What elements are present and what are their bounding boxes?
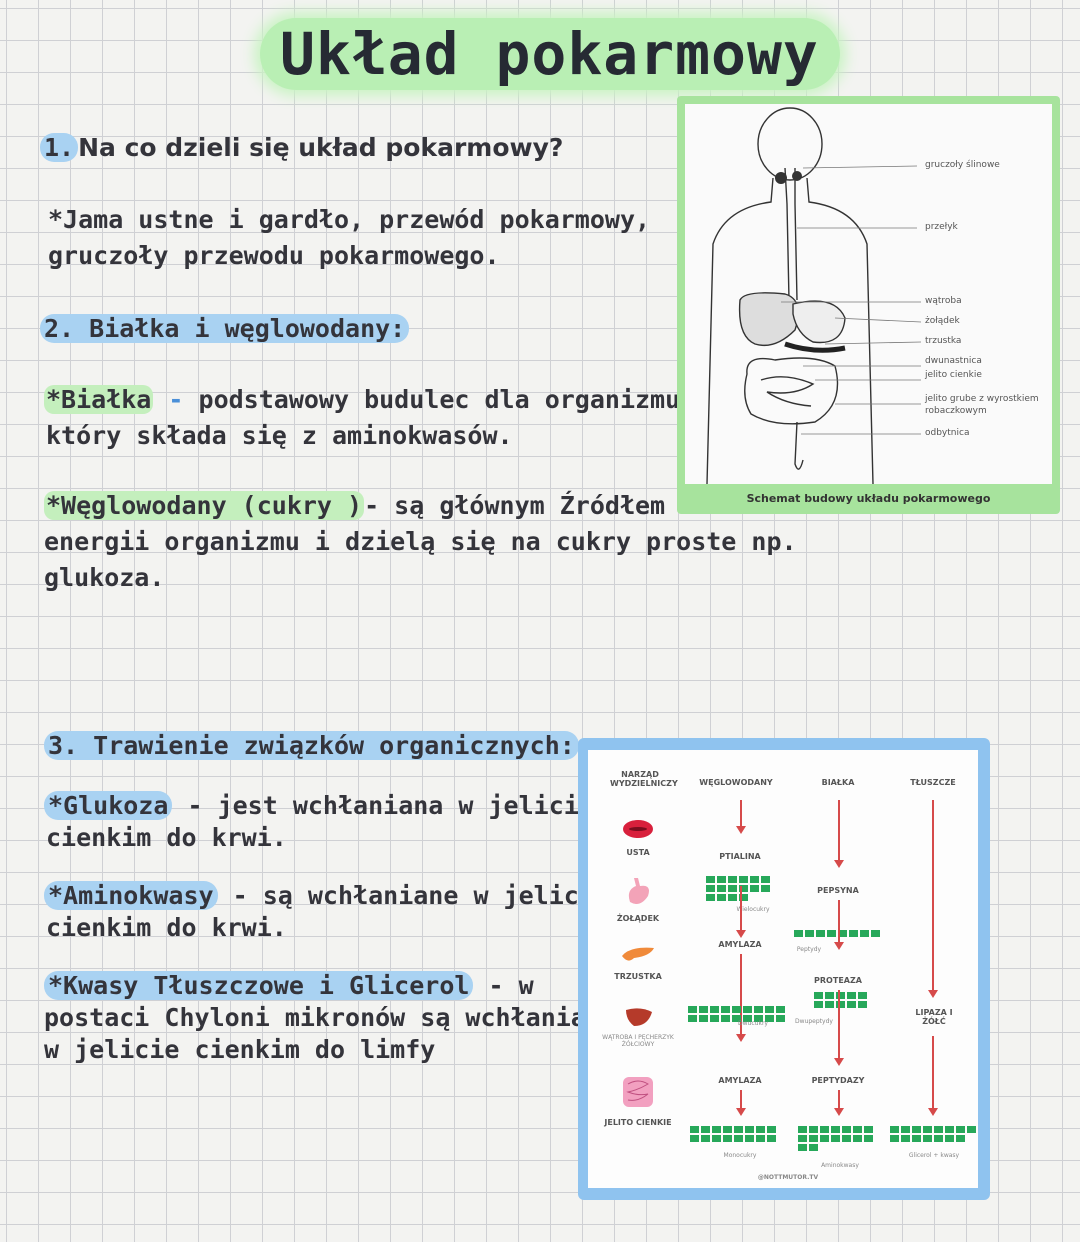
proteins-arrow-4	[834, 1090, 844, 1116]
digestive-system-figure: gruczoły ślinowe przełyk wątroba żołądek…	[677, 96, 1060, 514]
product-amino-acids: Aminokwasy	[821, 1162, 859, 1169]
product-monosaccharides: Monocukry	[723, 1152, 757, 1159]
q2-proteins-line1: *Białka - podstawowy budulec dla organiz…	[44, 382, 710, 418]
enzyme-peptidases: PEPTYDAZY	[811, 1076, 865, 1085]
amino-term: *Aminokwasy	[44, 881, 218, 910]
carbs-arrow-4	[736, 1090, 746, 1116]
body-outline-illustration	[706, 107, 922, 485]
product-glycerol-fatty-acids: Glicerol + kwasy	[908, 1152, 960, 1159]
label-appendix: robaczkowym	[925, 406, 987, 416]
product-peptides: Peptydy	[796, 946, 822, 953]
glucose-term: *Glukoza	[44, 791, 173, 820]
amino-acid-blocks	[798, 1126, 878, 1151]
q2-carbs-line1: *Węglowodany (cukry )- są głównym Źródłe…	[44, 488, 665, 524]
figure1-caption: Schemat budowy układu pokarmowego	[746, 492, 991, 505]
label-salivary-glands: gruczoły ślinowe	[925, 160, 1000, 170]
carbs-arrow-2	[736, 886, 746, 938]
fats-arrow-2	[928, 1036, 938, 1116]
polysaccharide-blocks	[706, 876, 774, 901]
q2-proteins-line2: który składa się z aminokwasów.	[46, 421, 513, 450]
enzyme-lipase-bile: LIPAZA I ŻÓŁĆ	[915, 1008, 953, 1026]
proteins-dash: -	[153, 385, 199, 414]
enzyme-protease: PROTEAZA	[814, 976, 862, 985]
fat-line1: *Kwasy Tłuszczowe i Glicerol - w	[44, 968, 534, 1004]
carbs-text: - są głównym Źródłem	[364, 491, 666, 520]
label-esophagus: przełyk	[925, 222, 958, 232]
fats-arrow-1	[928, 800, 938, 998]
q3-heading: 3. Trawienie związków organicznych:	[44, 728, 579, 764]
fat-line3: w jelicie cienkim do limfy	[44, 1035, 436, 1064]
fat-line2: postaci Chyloni mikronów są wchłaniane	[44, 1003, 616, 1032]
product-dipeptides: Dwupeptydy	[795, 1018, 833, 1025]
label-large-intestine: jelito grube z wyrostkiem	[925, 394, 1039, 404]
figure2-footer: @NOTTMUTOR.TV	[757, 1174, 819, 1181]
q2-heading-text: 2. Białka i węglowodany:	[40, 314, 410, 343]
page-title: Układ pokarmowy	[280, 20, 819, 88]
proteins-arrow-1	[834, 800, 844, 868]
liver-icon	[626, 1008, 652, 1026]
organ-small-intestine: JELITO CIENKIE	[604, 1118, 672, 1127]
proteins-arrow-3	[834, 990, 844, 1066]
table-panel: NARZĄD WYDZIELNICZY WĘGLOWODANY BIAŁKA T…	[588, 750, 978, 1188]
digestion-table-figure: NARZĄD WYDZIELNICZY WĘGLOWODANY BIAŁKA T…	[578, 738, 990, 1200]
carbs-arrow-1	[736, 800, 746, 834]
amino-text: - są wchłaniane w jelicie	[217, 881, 609, 910]
label-pancreas: trzustka	[925, 336, 962, 346]
page-title-highlight: Układ pokarmowy	[260, 18, 840, 90]
proteins-text: podstawowy budulec dla organizmu ,	[198, 385, 711, 414]
fat-text: - w	[473, 971, 534, 1000]
stomach-icon	[628, 878, 649, 904]
q1-answer-line1: *Jama ustne i gardło, przewód pokarmowy,	[48, 205, 651, 234]
q2-carbs-line3: glukoza.	[44, 563, 165, 592]
q1-answer-line2: gruczoły przewodu pokarmowego.	[48, 241, 500, 270]
monosaccharide-blocks	[690, 1126, 786, 1142]
header-organ: NARZĄD WYDZIELNICZY	[610, 770, 678, 788]
enzyme-amylase-2: AMYLAZA	[718, 1076, 762, 1085]
enzyme-ptyalin: PTIALINA	[719, 852, 761, 861]
fat-term: *Kwasy Tłuszczowe i Glicerol	[44, 971, 474, 1000]
label-stomach: żołądek	[925, 316, 960, 326]
proteins-arrow-2	[834, 900, 844, 950]
peptide-blocks	[794, 930, 884, 937]
mouth-icon	[623, 820, 653, 838]
glucose-line2: cienkim do krwi.	[46, 823, 287, 852]
q3-heading-text: 3. Trawienie związków organicznych:	[44, 731, 579, 760]
header-fats: TŁUSZCZE	[910, 778, 956, 787]
q1-question-text: Na co dzieli się układ pokarmowy?	[78, 133, 564, 162]
carbs-term: *Węglowodany (cukry )	[44, 491, 365, 520]
label-liver: wątroba	[925, 296, 962, 306]
amino-line1: *Aminokwasy - są wchłaniane w jelicie	[44, 878, 609, 914]
product-polysaccharides: Wielocukry	[736, 906, 770, 913]
header-proteins: BIAŁKA	[821, 778, 855, 787]
enzyme-pepsin: PEPSYNA	[817, 886, 859, 895]
figure-panel: gruczoły ślinowe przełyk wątroba żołądek…	[685, 104, 1052, 485]
q2-heading: 2. Białka i węglowodany:	[40, 311, 410, 347]
carbs-arrow-3	[736, 954, 746, 1042]
pancreas-icon	[622, 947, 654, 961]
proteins-term: *Białka	[44, 385, 154, 414]
disaccharide-blocks	[688, 1006, 788, 1022]
enzyme-amylase-1: AMYLAZA	[718, 940, 762, 949]
label-small-intestine: jelito cienkie	[925, 370, 982, 380]
glucose-line1: *Glukoza - jest wchłaniana w jelicie	[44, 788, 594, 824]
glycerol-fatty-acid-blocks	[890, 1126, 986, 1142]
organ-mouth: USTA	[626, 848, 650, 857]
glucose-text: - jest wchłaniana w jelicie	[172, 791, 594, 820]
q2-carbs-line2: energii organizmu i dzielą się na cukry …	[44, 527, 797, 556]
organ-stomach: ŻOŁĄDEK	[616, 914, 660, 923]
dipeptide-blocks	[814, 992, 874, 1008]
header-carbs: WĘGLOWODANY	[699, 778, 773, 787]
q1-question: 1.Na co dzieli się układ pokarmowy?	[40, 130, 563, 166]
label-duodenum: dwunastnica	[925, 356, 982, 366]
organ-liver: WĄTROBA I PĘCHERZYK ŻÓŁCIOWY	[602, 1034, 674, 1048]
product-disaccharides: Dwucukry	[738, 1020, 768, 1027]
q1-number: 1.	[40, 133, 79, 162]
organ-pancreas: TRZUSTKA	[614, 972, 662, 981]
intestine-icon	[623, 1077, 653, 1107]
label-rectum: odbytnica	[925, 428, 970, 438]
amino-line2: cienkim do krwi.	[46, 913, 287, 942]
